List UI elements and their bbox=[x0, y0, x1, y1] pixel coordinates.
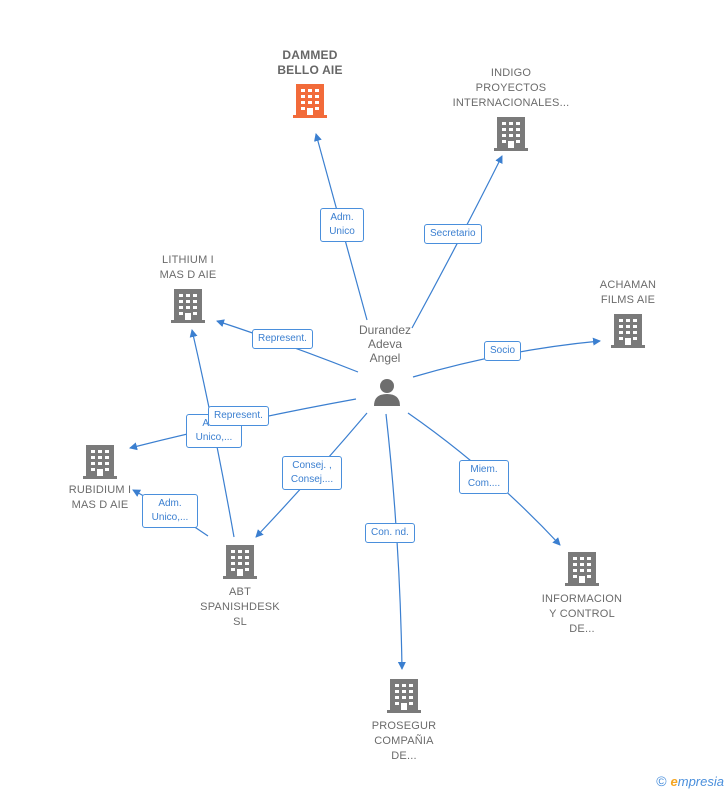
building-icon bbox=[611, 314, 645, 348]
copyright-icon: © bbox=[656, 773, 667, 789]
building-icon bbox=[223, 545, 257, 579]
edge-label-adm-unico-abt-rubidium[interactable]: Adm. Unico,... bbox=[142, 494, 198, 528]
edge-label-socio[interactable]: Socio bbox=[484, 341, 522, 361]
edge-label-represent-lithium[interactable]: Represent. bbox=[252, 329, 313, 349]
node-informacion-y-control[interactable]: INFORMACION Y CONTROL DE... bbox=[532, 550, 632, 637]
edge-label-secretario[interactable]: Secretario bbox=[424, 224, 482, 244]
node-rubidium-mas-d-aie[interactable]: RUBIDIUM I MAS D AIE bbox=[52, 443, 148, 513]
building-icon bbox=[171, 289, 205, 323]
empresia-watermark: ©empresia bbox=[656, 773, 724, 789]
node-abt-spanishdesk-sl[interactable]: ABT SPANISHDESK SL bbox=[190, 543, 290, 630]
edge-label-consej[interactable]: Consej. , Consej.... bbox=[282, 456, 342, 490]
node-label: LITHIUM I MAS D AIE bbox=[159, 254, 217, 281]
edge-label-con-nd[interactable]: Con. nd. bbox=[365, 523, 415, 543]
building-icon bbox=[293, 84, 327, 118]
building-icon bbox=[565, 552, 599, 586]
node-prosegur-compania[interactable]: PROSEGUR COMPAÑIA DE... bbox=[354, 677, 454, 764]
node-dammed-bello-aie[interactable]: DAMMED BELLO AIE bbox=[262, 48, 358, 120]
edge-label-miem-com[interactable]: Miem. Com.... bbox=[459, 460, 509, 494]
node-label: INFORMACION Y CONTROL DE... bbox=[541, 593, 623, 635]
edge-label-adm-unico-dammed[interactable]: Adm. Unico bbox=[320, 208, 364, 242]
node-label: DAMMED BELLO AIE bbox=[277, 48, 343, 77]
building-icon bbox=[387, 679, 421, 713]
node-label: ABT SPANISHDESK SL bbox=[200, 586, 280, 628]
node-lithium-mas-d-aie[interactable]: LITHIUM I MAS D AIE bbox=[142, 253, 234, 325]
node-label: RUBIDIUM I MAS D AIE bbox=[68, 484, 132, 511]
building-icon bbox=[83, 445, 117, 479]
node-label: ACHAMAN FILMS AIE bbox=[599, 279, 657, 306]
building-icon bbox=[494, 117, 528, 151]
edge-label-represent-rubidium[interactable]: Represent. bbox=[208, 406, 269, 426]
node-indigo-proyectos[interactable]: INDIGO PROYECTOS INTERNACIONALES... bbox=[446, 66, 576, 153]
node-label: PROSEGUR COMPAÑIA DE... bbox=[371, 720, 437, 762]
person-icon[interactable] bbox=[372, 377, 402, 407]
center-person-name[interactable]: Durandez Adeva Angel bbox=[358, 323, 412, 365]
node-label: INDIGO PROYECTOS INTERNACIONALES... bbox=[452, 67, 570, 109]
node-achaman-films-aie[interactable]: ACHAMAN FILMS AIE bbox=[582, 278, 674, 350]
